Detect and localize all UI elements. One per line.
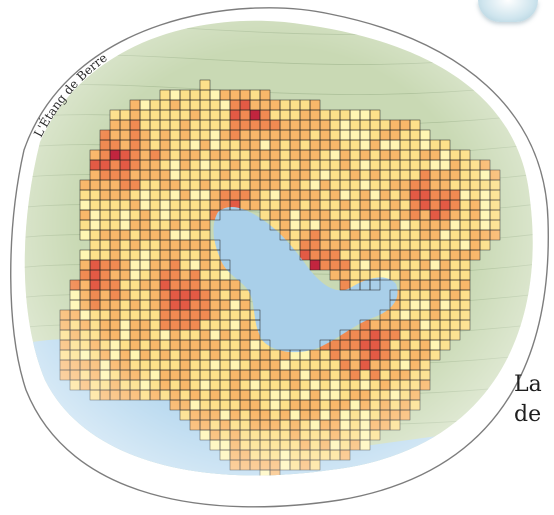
top-decorative-bubble <box>478 0 538 22</box>
outer-frame-arc <box>10 7 549 508</box>
side-caption-line-1: La <box>514 372 542 397</box>
side-caption-line-2: de <box>514 402 542 427</box>
